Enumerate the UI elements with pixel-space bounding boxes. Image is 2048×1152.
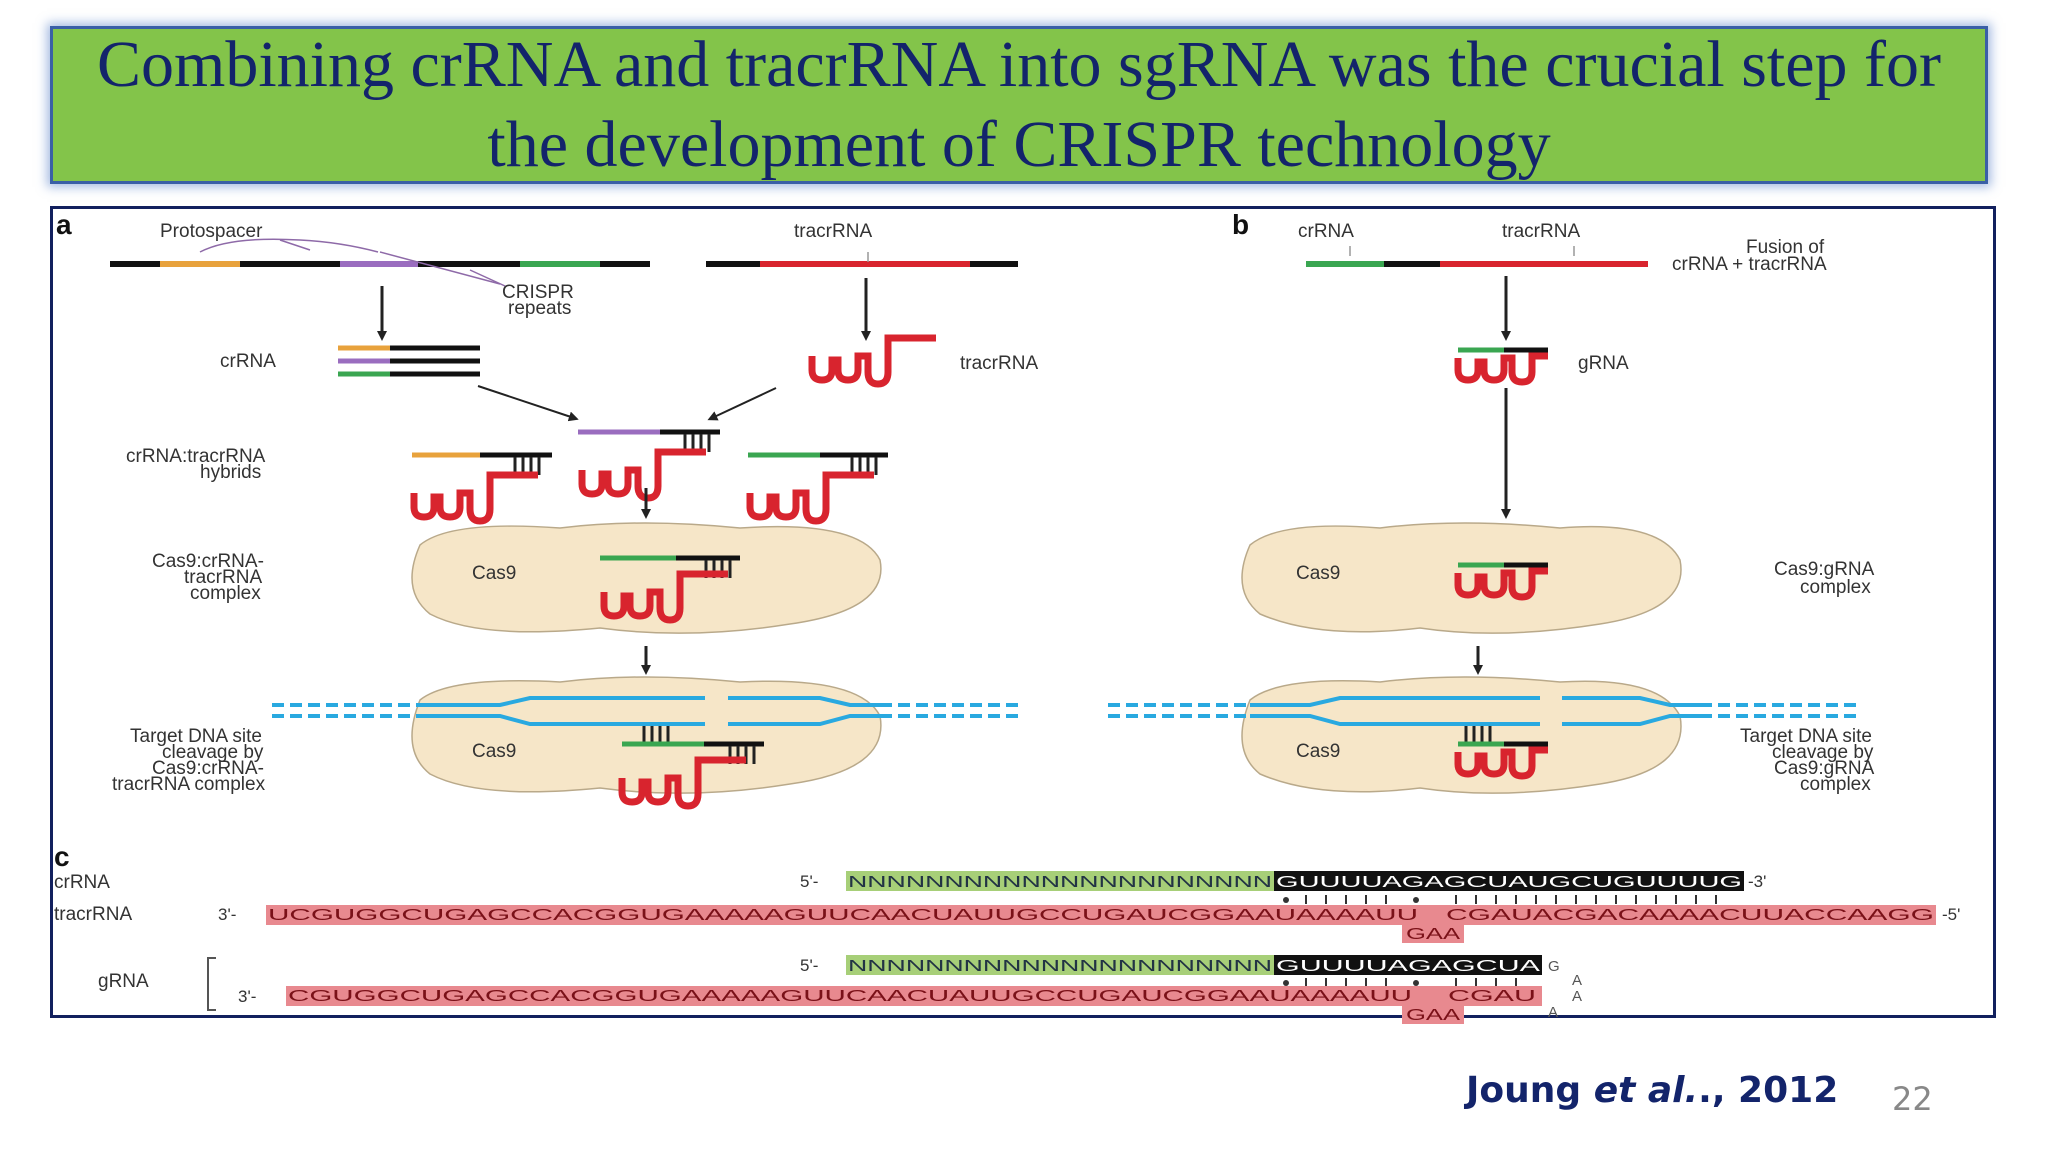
cas9-label-b-lower: Cas9 <box>1296 741 1340 762</box>
dna-b <box>1108 696 1856 726</box>
panel-b-crrna-label: crRNA <box>1298 221 1354 242</box>
page-number: 22 <box>1892 1080 1933 1118</box>
grna-tetraloop-3: A <box>1572 988 1582 1005</box>
grna-bracket <box>207 957 216 1011</box>
arrow-converge-right <box>707 387 777 421</box>
citation: Joung et al.., 2012 <box>1466 1070 1838 1111</box>
grna-molecule <box>1454 347 1548 386</box>
grna-tail-bg-left <box>286 986 1464 1006</box>
hybrids-label-1: crRNA:tracrRNA <box>126 446 266 467</box>
grna-5prime: 5'- <box>800 956 818 975</box>
panel-a-letter: a <box>56 209 72 240</box>
tracrrna-gene-label: tracrRNA <box>794 221 872 242</box>
grna-repeat-bg <box>1274 955 1542 975</box>
cas9-guide-b-lower <box>1454 724 1548 780</box>
hybrid-orange <box>412 452 552 521</box>
tracrrna-seq-left: UCGUGGCUGAGCCACGGUGAAAAAGUUCAACUAUUGCCUG… <box>268 907 1418 924</box>
crrna-label: crRNA <box>220 351 276 372</box>
tracrrna-gene <box>706 252 1018 267</box>
crispr-array <box>110 238 650 287</box>
crrna-repeat-bg <box>1274 871 1744 891</box>
cas9-blob-a-lower <box>411 676 882 794</box>
tracrrna-seq-bg-right <box>1446 905 1936 925</box>
complex-a-label-3: complex <box>190 583 261 604</box>
cas9-label-b-upper: Cas9 <box>1296 563 1340 584</box>
pairing-ticks-1 <box>1283 895 1717 904</box>
tracrrna-3prime: 3'- <box>218 905 236 924</box>
cas9-guide-b-upper <box>1454 562 1548 601</box>
tracrrna-label: tracrRNA <box>960 353 1038 374</box>
fusion-label-2: crRNA + tracrRNA <box>1672 254 1827 275</box>
cas9-label-a-lower: Cas9 <box>472 741 516 762</box>
seq-grna-label: gRNA <box>98 971 149 992</box>
tracrrna-5prime-end: -5' <box>1942 905 1960 924</box>
crrna-spacer-bg <box>846 871 1274 891</box>
cas9-guide-a-upper <box>600 555 740 620</box>
citation-etal: et al. <box>1593 1070 1699 1111</box>
panel-b-letter: b <box>1232 209 1249 240</box>
panel-b-tracrrna-label: tracrRNA <box>1502 221 1580 242</box>
dna-a <box>272 696 1020 726</box>
cas9-guide-a-lower <box>622 724 764 806</box>
arrow-converge-left <box>477 385 579 422</box>
complex-a-label-1: Cas9:crRNA- <box>152 551 264 572</box>
cleavage-a-label-3: Cas9:crRNA- <box>152 758 264 779</box>
tracrrna-loop-bg <box>1402 925 1464 943</box>
hybrid-purple <box>578 429 720 498</box>
grna-repeat-seq: GUUUUAGAGCUA <box>1276 958 1541 975</box>
tracrrna-seq-right: CGAUACGACAAAACUUACCAAGG <box>1446 907 1934 924</box>
protospacer-label: Protospacer <box>160 221 263 242</box>
grna-label: gRNA <box>1578 353 1629 374</box>
complex-a-label-2: tracrRNA <box>184 567 262 588</box>
seq-tracrrna-label: tracrRNA <box>54 904 132 925</box>
fusion-line <box>1306 246 1648 267</box>
grna-tail-bg-right <box>1446 986 1542 1006</box>
crispr-repeats-label-2: repeats <box>508 298 571 319</box>
crispr-repeats-label-1: CRISPR <box>502 282 574 303</box>
grna-3prime: 3'- <box>238 987 256 1006</box>
slide-title: Combining crRNA and tracrRNA into sgRNA … <box>96 28 1942 181</box>
cleavage-b-label-2: cleavage by <box>1772 742 1874 763</box>
cleavage-b-label-1: Target DNA site <box>1740 726 1872 747</box>
grna-tetraloop-1: G <box>1548 958 1560 975</box>
grna-loop-seq: GAA <box>1406 1007 1461 1024</box>
cleavage-a-label-1: Target DNA site <box>130 726 262 747</box>
tracrrna-loop-seq: GAA <box>1406 926 1461 943</box>
cleavage-b-label-3: Cas9:gRNA <box>1774 758 1875 779</box>
cleavage-b-label-4: complex <box>1800 774 1871 795</box>
slide-title-box: Combining crRNA and tracrRNA into sgRNA … <box>50 26 1988 184</box>
tracrrna-hairpin <box>812 338 936 384</box>
grna-spacer-bg <box>846 955 1274 975</box>
grna-tail-seq-left: CGUGGCUGAGCCACGGUGAAAAAGUUCAACUAUUGCCUGA… <box>288 988 1412 1005</box>
seq-crrna-label: crRNA <box>54 872 110 893</box>
grna-loop-bg <box>1402 1006 1464 1024</box>
citation-author: Joung <box>1466 1070 1582 1111</box>
grna-tail-seq-right: CGAU <box>1448 988 1536 1005</box>
citation-year: ., 2012 <box>1698 1070 1839 1111</box>
grna-tetraloop-4: A <box>1548 1004 1558 1021</box>
cas9-blob-b-lower <box>1241 676 1682 794</box>
fusion-label-1: Fusion of <box>1746 237 1825 258</box>
panel-c-letter: c <box>54 841 70 872</box>
tracrrna-seq-bg-left <box>266 905 1464 925</box>
cleavage-a-label-4: tracrRNA complex <box>112 774 266 795</box>
complex-b-label-2: complex <box>1800 577 1871 598</box>
crrna-5prime: 5'- <box>800 872 818 891</box>
grna-spacer-seq: NNNNNNNNNNNNNNNNNNNNNN <box>848 958 1272 975</box>
grna-tetraloop-2: A <box>1572 972 1582 989</box>
crrna-spacer-seq: NNNNNNNNNNNNNNNNNNNNNN <box>848 874 1272 891</box>
crrna-3prime-end: -3' <box>1748 872 1766 891</box>
cas9-blob-a-upper <box>411 522 882 634</box>
crrna-stack <box>338 345 480 377</box>
cleavage-a-label-2: cleavage by <box>162 742 264 763</box>
complex-b-label-1: Cas9:gRNA <box>1774 559 1875 580</box>
pairing-ticks-2 <box>1283 978 1517 987</box>
crrna-repeat-seq: GUUUUAGAGCUAUGCUGUUUUG <box>1276 874 1742 891</box>
cas9-label-a-upper: Cas9 <box>472 563 516 584</box>
hybrids-label-2: hybrids <box>200 462 261 483</box>
hybrid-green <box>748 452 888 521</box>
